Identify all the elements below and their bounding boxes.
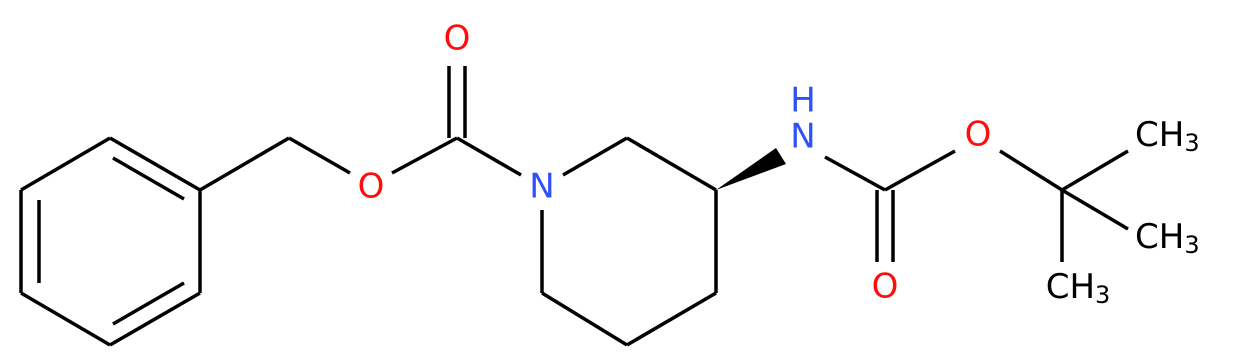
bond bbox=[20, 136, 111, 192]
bond bbox=[626, 291, 717, 347]
bond bbox=[824, 155, 886, 192]
bond bbox=[112, 156, 185, 201]
atom-label-nh-hydrogen: H bbox=[790, 81, 816, 121]
bond bbox=[1061, 188, 1129, 231]
atom-label-carbonyl-oxygen-bottom: O bbox=[872, 267, 899, 307]
bond bbox=[999, 149, 1063, 192]
bond bbox=[884, 149, 956, 192]
ch3-bottom-main: CH bbox=[1046, 267, 1095, 307]
atom-label-ch3-middle: CH3 bbox=[1135, 217, 1200, 260]
bond bbox=[112, 281, 185, 326]
ch3-top-main: CH bbox=[1135, 115, 1184, 155]
carbamate-linker bbox=[824, 149, 1063, 262]
bond bbox=[626, 136, 717, 192]
atom-label-carbonyl-oxygen-top: O bbox=[444, 19, 471, 59]
piperidine-ring bbox=[540, 136, 718, 347]
atom-label-nh-nitrogen: N bbox=[790, 117, 815, 157]
bond bbox=[541, 291, 628, 347]
atom-label-ester-oxygen-right: O bbox=[965, 115, 992, 155]
bond bbox=[456, 136, 522, 177]
bond bbox=[562, 136, 628, 177]
benzyl-linker bbox=[199, 66, 522, 192]
atom-label-ch3-top: CH3 bbox=[1135, 115, 1200, 158]
benzene-ring bbox=[19, 136, 202, 347]
tert-butyl-group bbox=[1060, 149, 1129, 262]
bond bbox=[288, 136, 351, 175]
atom-label-ring-nitrogen: N bbox=[529, 167, 554, 207]
bond bbox=[199, 136, 290, 192]
ch3-middle-subscript: 3 bbox=[1184, 231, 1199, 259]
bond bbox=[391, 136, 458, 175]
bond bbox=[109, 136, 201, 192]
atom-label-ester-oxygen-left: O bbox=[358, 167, 385, 207]
ch3-bottom-subscript: 3 bbox=[1095, 281, 1110, 309]
ch3-middle-main: CH bbox=[1135, 217, 1184, 257]
bond bbox=[1061, 149, 1129, 192]
ch3-top-subscript: 3 bbox=[1184, 129, 1199, 157]
atom-label-ch3-bottom: CH3 bbox=[1046, 267, 1111, 310]
bond bbox=[109, 291, 201, 347]
bond bbox=[20, 291, 111, 347]
wedge-bond bbox=[716, 148, 786, 190]
